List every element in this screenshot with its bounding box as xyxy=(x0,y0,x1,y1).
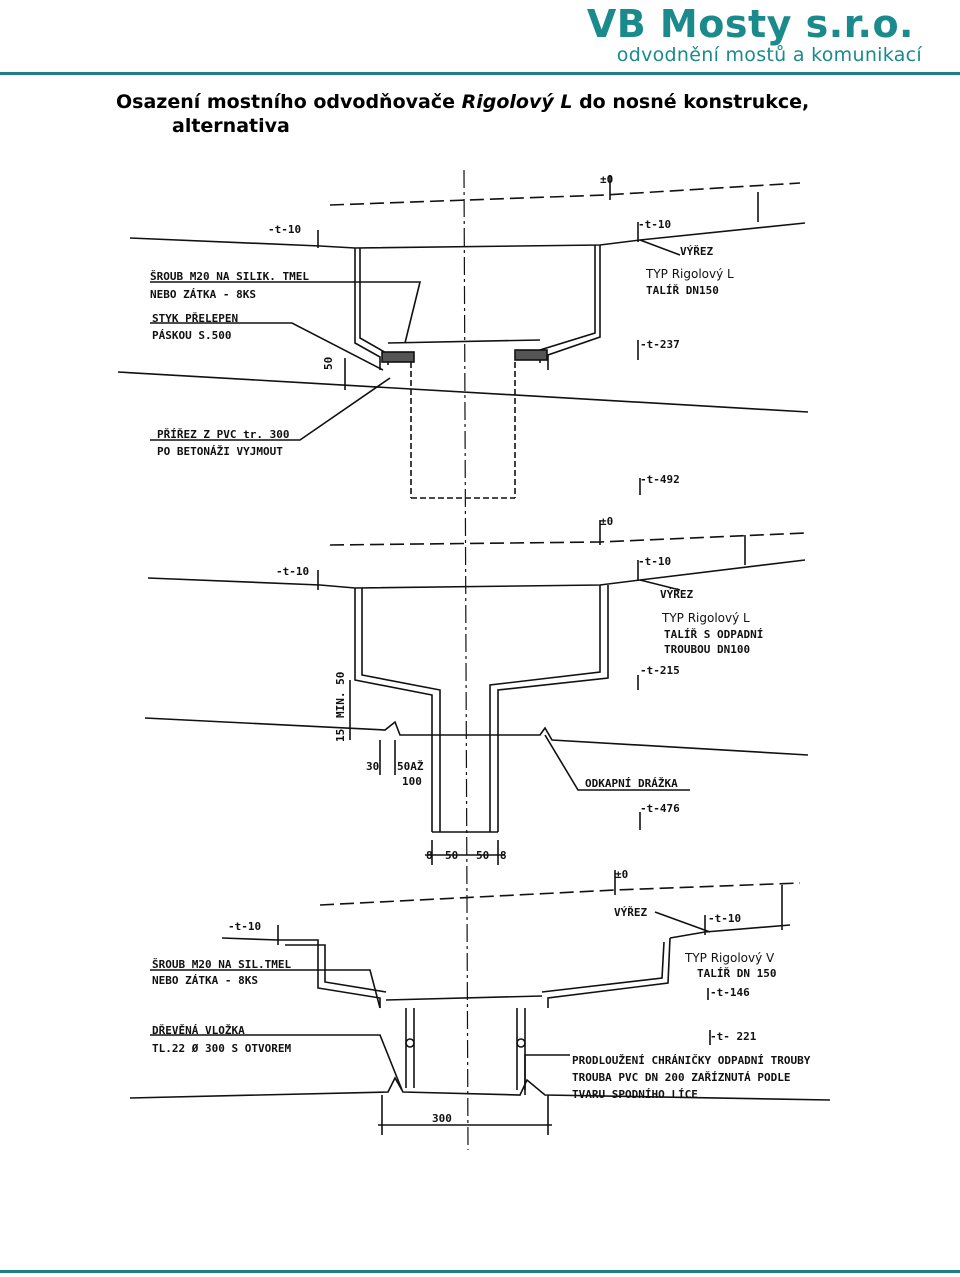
header: VB Mosty s.r.o. odvodnění mostů a komuni… xyxy=(0,0,960,80)
d3-sroub-1: ŠROUB M20 NA SIL.TMEL xyxy=(152,958,291,971)
d2-min50: MIN. 50 xyxy=(334,672,347,718)
d3-vyrez: VÝŘEZ xyxy=(614,906,647,919)
d3-level-m10-left: -t-10 xyxy=(228,920,261,933)
d1-level-m10-right: -t-10 xyxy=(638,218,671,231)
company-logo: VB Mosty s.r.o. xyxy=(586,2,914,46)
d2-talir-1: TALÍŘ S ODPADNÍ xyxy=(664,628,763,641)
d2-level-m10-right: -t-10 xyxy=(638,555,671,568)
d1-typ: TYP Rigolový L xyxy=(645,267,734,281)
d3-prodl-3: TVARU SPODNÍHO LÍCE xyxy=(572,1088,698,1101)
d3-dim-300: 300 xyxy=(432,1112,452,1125)
title-part1: Osazení mostního odvodňovače xyxy=(116,91,462,113)
d2-dim-b3: 8 xyxy=(500,849,507,862)
d3-sroub-2: NEBO ZÁTKA - 8KS xyxy=(152,974,258,987)
d2-level-m10-left: -t-10 xyxy=(276,565,309,578)
d2-dim-15: 15 xyxy=(334,729,347,742)
d2-level-215: -t-215 xyxy=(640,664,680,677)
d2-talir-2: TROUBOU DN100 xyxy=(664,643,750,656)
d1-level-237: -t-237 xyxy=(640,338,680,351)
title-product: Rigolový L xyxy=(461,91,573,113)
d2-level-476: -t-476 xyxy=(640,802,680,815)
d3-level-146: -t-146 xyxy=(710,986,750,999)
title-part3: do nosné konstrukce, xyxy=(572,91,810,113)
d3-prodl-1: PRODLOUŽENÍ CHRÁNIČKY ODPADNÍ TROUBY xyxy=(572,1054,811,1067)
d3-typ: TYP Rigolový V xyxy=(684,951,775,965)
drawing1 xyxy=(117,175,809,499)
company-tagline: odvodnění mostů a komunikací xyxy=(616,44,922,66)
d1-level-zero: ±0 xyxy=(600,173,613,186)
d1-level-492: -t-492 xyxy=(640,473,680,486)
drawing2 xyxy=(144,520,809,865)
d3-level-221: -t- 221 xyxy=(710,1030,757,1043)
title-line2: alternativa xyxy=(172,115,290,137)
d2-level-zero: ±0 xyxy=(600,515,613,528)
d2-dim-b2: 50 xyxy=(476,849,489,862)
d1-vyrez: VÝŘEZ xyxy=(680,245,713,258)
d3-level-zero: ±0 xyxy=(615,868,628,881)
d3-drevena-1: DŘEVĚNÁ VLOŽKA xyxy=(152,1024,245,1037)
d1-talir: TALÍŘ DN150 xyxy=(646,284,719,297)
d2-vyrez: VÝŘEZ xyxy=(660,588,693,601)
d3-drevena-2: TL.22 Ø 300 S OTVOREM xyxy=(152,1042,291,1055)
centerline xyxy=(463,169,469,1150)
d3-talir: TALÍŘ DN 150 xyxy=(697,967,776,980)
technical-drawing: ±0 -t-10 -t-10 VÝŘEZ TYP Rigolový L TALÍ… xyxy=(117,169,831,1150)
d1-prirez-1: PŘÍŘEZ Z PVC tr. 300 xyxy=(157,428,289,441)
d1-level-m10-left: -t-10 xyxy=(268,223,301,236)
d2-typ: TYP Rigolový L xyxy=(661,611,750,625)
d2-dim-50az: 50AŽ xyxy=(397,760,424,773)
d1-sroub-1: ŠROUB M20 NA SILIK. TMEL xyxy=(150,270,309,283)
d1-dim-50: 50 xyxy=(322,357,335,370)
d2-dim-b0: 8 xyxy=(426,849,433,862)
d1-sroub-2: NEBO ZÁTKA - 8KS xyxy=(150,288,256,301)
header-divider xyxy=(0,72,960,75)
d2-dim-30: 30 xyxy=(366,760,379,773)
d2-dim-b1: 50 xyxy=(445,849,458,862)
d1-styk-1: STYK PŘELEPEN xyxy=(152,312,238,325)
d2-odkapni: ODKAPNÍ DRÁŽKA xyxy=(585,777,678,790)
page-title: Osazení mostního odvodňovače Rigolový L … xyxy=(116,90,809,138)
d1-prirez-2: PO BETONÁŽI VYJMOUT xyxy=(157,445,283,458)
drawing3 xyxy=(129,870,831,1135)
d3-level-m10-right: -t-10 xyxy=(708,912,741,925)
d3-prodl-2: TROUBA PVC DN 200 ZAŘÍZNUTÁ PODLE xyxy=(572,1071,791,1084)
d1-styk-2: PÁSKOU S.500 xyxy=(152,329,231,342)
d2-dim-100: 100 xyxy=(402,775,422,788)
footer-divider xyxy=(0,1270,960,1273)
